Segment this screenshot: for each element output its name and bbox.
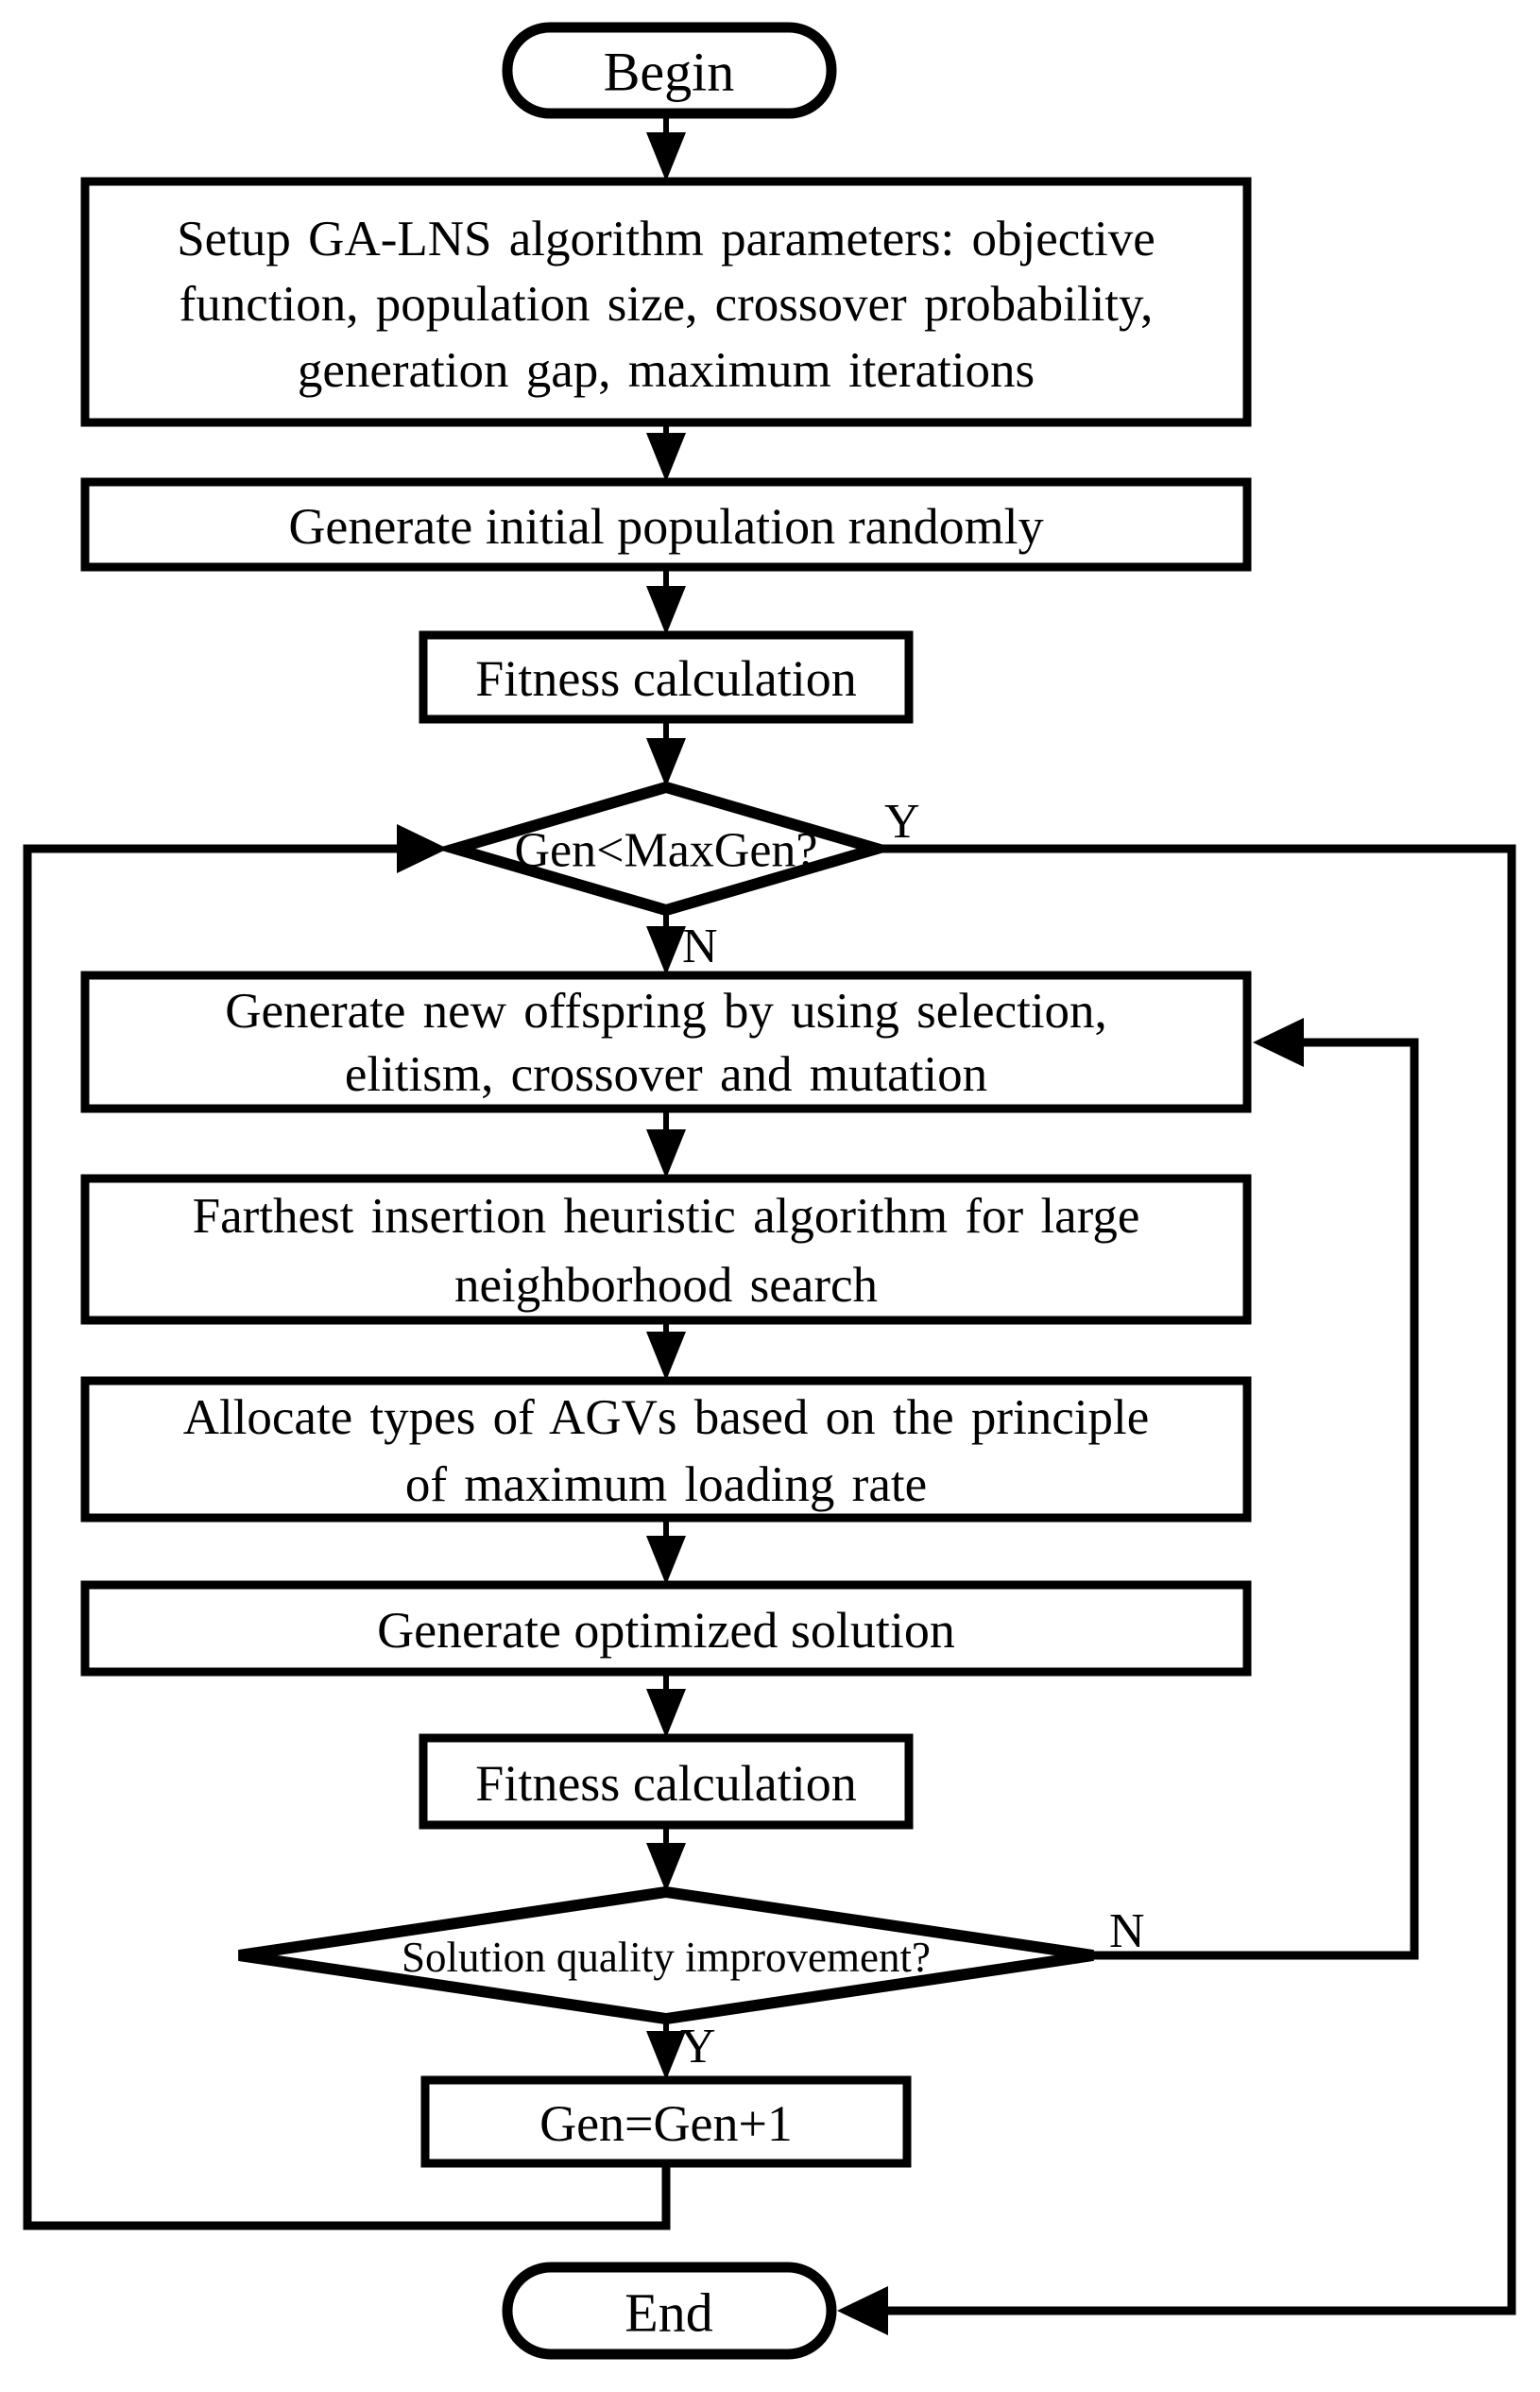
quality-check-no-label: N (1109, 1904, 1145, 1958)
arrowhead-into-increment (646, 2031, 686, 2080)
offspring-line-1: Generate new offspring by using selectio… (225, 984, 1107, 1039)
arrowhead-into-farthest (646, 1129, 686, 1179)
offspring-line-2: elitism, crossover and mutation (345, 1047, 987, 1102)
quality-check-label: Solution quality improvement? (402, 1934, 931, 1981)
allocate-agv-line-1: Allocate types of AGVs based on the prin… (183, 1390, 1150, 1445)
arrowhead-into-offspring (646, 926, 686, 975)
gen-check-yes-label: Y (884, 795, 920, 849)
edge-increment-loopback (23, 844, 671, 2230)
setup-line-3: generation gap, maximum iterations (298, 343, 1035, 398)
gen-check-diamond (435, 781, 898, 917)
setup-line-1: Setup GA-LNS algorithm parameters: objec… (177, 212, 1155, 267)
fitness2-label: Fitness calculation (475, 1755, 856, 1812)
node-shapes (80, 22, 1252, 2360)
init-population-label: Generate initial population randomly (288, 498, 1043, 555)
arrowhead-into-fitness2 (646, 1689, 686, 1738)
quality-check-yes-label: Y (680, 2020, 716, 2074)
end-label: End (625, 2282, 712, 2344)
farthest-insertion-line-1: Farthest insertion heuristic algorithm f… (193, 1189, 1140, 1244)
arrowhead-into-optimized (646, 1536, 686, 1585)
fitness1-label: Fitness calculation (475, 650, 856, 707)
arrowhead-loop-into-offspring (1253, 1018, 1304, 1067)
arrowhead-into-allocate (646, 1332, 686, 1381)
arrowhead-into-end (837, 2286, 888, 2335)
edge-qualitycheck-no-to-offspring (1093, 1038, 1419, 1960)
node-labels: Begin Setup GA-LNS algorithm parameters:… (177, 42, 1155, 2344)
optimized-solution-label: Generate optimized solution (377, 1602, 955, 1659)
arrowheads (397, 132, 1304, 2335)
increment-label: Gen=Gen+1 (539, 2095, 793, 2152)
farthest-insertion-line-2: neighborhood search (454, 1258, 878, 1313)
end-terminator (502, 2262, 837, 2360)
begin-label: Begin (604, 42, 735, 103)
connector-lines (23, 110, 1516, 2315)
arrowhead-into-init (646, 433, 686, 482)
gen-check-no-label: N (682, 920, 718, 973)
quality-check-diamond (238, 1885, 1094, 2025)
setup-process-box (80, 177, 1252, 427)
arrowhead-into-setup (646, 132, 686, 181)
allocate-agv-line-2: of maximum loading rate (405, 1457, 927, 1512)
arrowhead-loop-into-gencheck (397, 824, 448, 873)
setup-line-2: function, population size, crossover pro… (180, 277, 1154, 332)
gen-check-label: Gen<MaxGen? (515, 824, 818, 878)
increment-box (420, 2075, 912, 2168)
arrowhead-into-gencheck (646, 738, 686, 787)
arrowhead-into-qualitycheck (646, 1843, 686, 1892)
init-population-box (80, 477, 1252, 572)
edge-gencheck-yes-to-end (875, 844, 1516, 2315)
begin-terminator (502, 22, 837, 119)
arrowhead-into-fitness1 (646, 586, 686, 635)
